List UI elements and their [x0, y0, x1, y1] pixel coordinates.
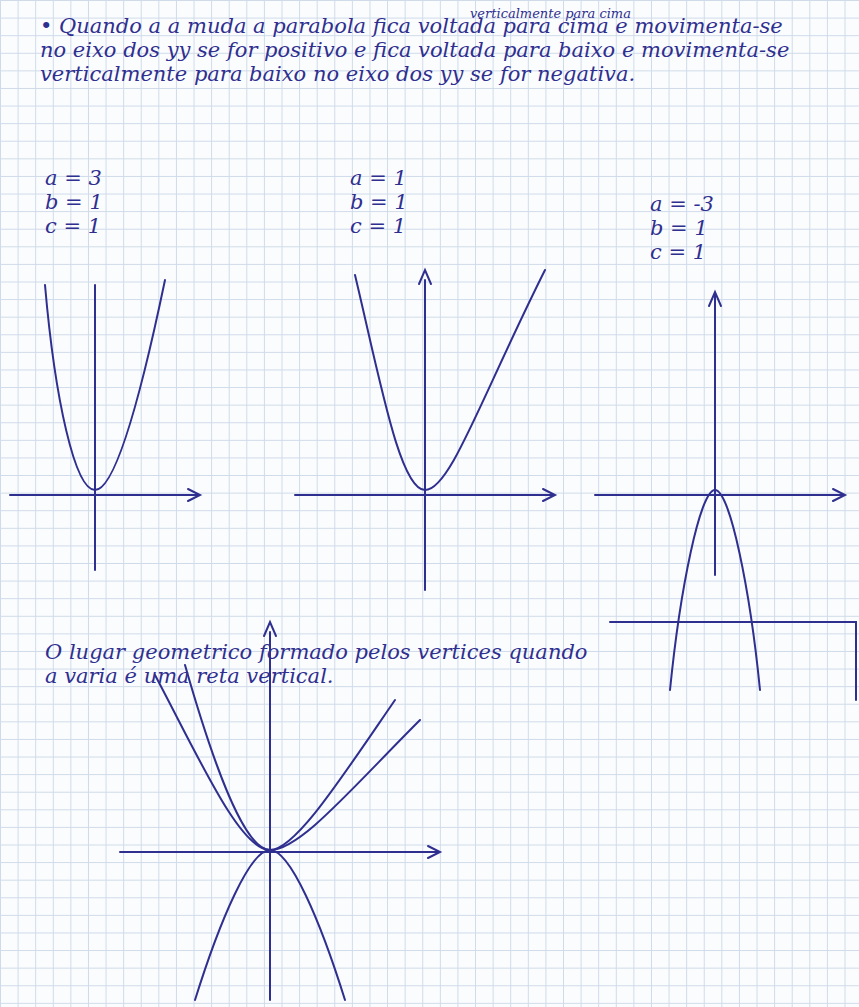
parameter-value: a = -3: [650, 192, 780, 216]
parameter-value: a = 3: [45, 166, 165, 190]
conclusion-text: O lugar geometrico formado pelos vertice…: [45, 640, 590, 688]
parameter-value: c = 1: [650, 240, 780, 264]
parameter-value: b = 1: [350, 190, 470, 214]
parameter-value: c = 1: [45, 214, 165, 238]
parameter-value: b = 1: [45, 190, 165, 214]
parameter-value: c = 1: [350, 214, 470, 238]
parameter-value: a = 1: [350, 166, 470, 190]
inserted-note: verticalmente para cima: [470, 6, 700, 21]
parameter-value: b = 1: [650, 216, 780, 240]
note-text: • Quando a a muda a parabola fica voltad…: [40, 14, 810, 86]
